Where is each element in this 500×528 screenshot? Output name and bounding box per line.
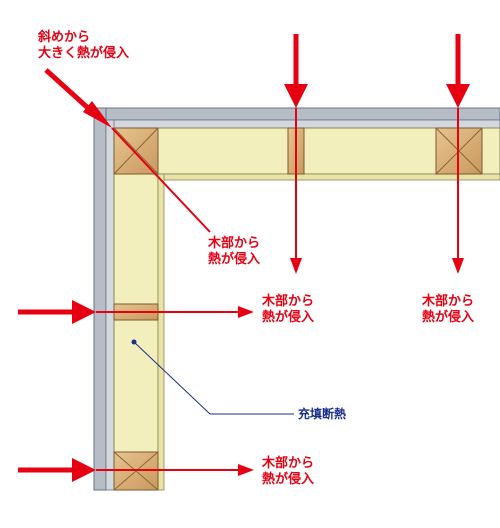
wood-heat-label-diagonal-line2: 熱が侵入: [208, 252, 261, 267]
wood-heat-label-right-line2: 熱が侵入: [422, 310, 475, 325]
diagonal-heat-label-line1: 斜めから: [38, 30, 91, 45]
top-arrow-right: [446, 34, 470, 274]
heat-arrows: [18, 34, 470, 482]
left-arrow-bottom: [18, 458, 254, 482]
wood-heat-label-mid-line2: 熱が侵入: [262, 310, 315, 325]
left-arrow-middle: [18, 300, 254, 324]
wood-heat-label-right: 木部から 熱が侵入: [422, 294, 474, 326]
wood-heat-label-bottom-line1: 木部から: [262, 456, 315, 471]
wood-heat-label-bottom-line2: 熱が侵入: [262, 472, 315, 487]
wood-heat-label-right-line1: 木部から: [422, 294, 475, 309]
diagonal-heat-label-line2: 大きく熱が侵入: [38, 46, 130, 61]
wood-heat-label-diagonal-line1: 木部から: [208, 236, 261, 251]
outer-sheathing: [93, 107, 500, 491]
wood-heat-label-mid: 木部から 熱が侵入: [262, 294, 314, 326]
insulation-leader: [131, 339, 294, 415]
diagonal-arrow: [44, 68, 211, 233]
insulation-label: 充填断熱: [298, 407, 347, 421]
top-arrow-middle: [284, 34, 308, 274]
wood-heat-label-bottom: 木部から 熱が侵入: [262, 456, 314, 488]
corner-post: [113, 127, 159, 175]
wood-heat-label-diagonal: 木部から 熱が侵入: [208, 236, 260, 268]
wood-heat-label-mid-line1: 木部から: [262, 294, 315, 309]
diagonal-heat-label: 斜めから 大きく熱が侵入: [38, 30, 129, 62]
